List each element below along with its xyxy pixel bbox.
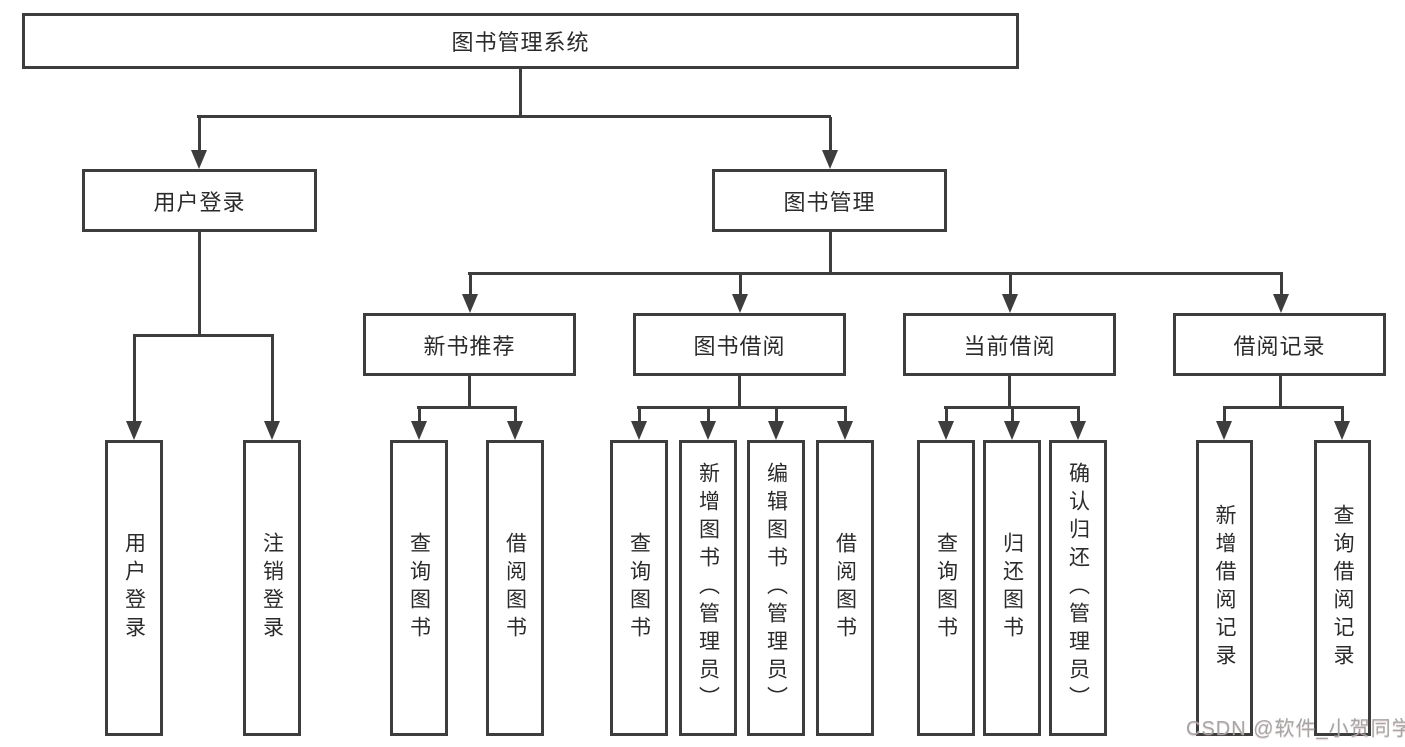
arrowhead	[732, 294, 748, 313]
connector-stem	[738, 376, 741, 407]
connector-drop	[1009, 274, 1012, 294]
connector-drop	[514, 408, 517, 421]
node-user-login: 用户登录	[82, 169, 317, 232]
arrowhead	[191, 150, 207, 169]
arrowhead	[126, 421, 142, 440]
arrowhead	[507, 421, 523, 440]
arrowhead	[462, 294, 478, 313]
connector-branch	[1223, 406, 1344, 409]
node-current-borrowing: 当前借阅	[903, 313, 1116, 376]
leaf-add-books-admin: 新增图书（管理员）	[679, 440, 737, 736]
connector-drop	[133, 336, 136, 421]
connector-stem	[829, 232, 832, 274]
leaf-edit-books-admin: 编辑图书（管理员）	[747, 440, 805, 736]
connector-branch	[197, 115, 831, 118]
leaf-query-books-recommend: 查询图书	[390, 440, 448, 736]
arrowhead	[938, 421, 954, 440]
arrowhead	[1334, 421, 1350, 440]
connector-branch	[637, 406, 847, 409]
arrowhead	[1070, 421, 1086, 440]
arrowhead	[837, 421, 853, 440]
leaf-borrow-books-recommend: 借阅图书	[486, 440, 544, 736]
connector-drop	[1077, 408, 1080, 421]
arrowhead	[1216, 421, 1232, 440]
leaf-return-books: 归还图书	[983, 440, 1041, 736]
connector-stem	[198, 232, 201, 336]
arrowhead	[768, 421, 784, 440]
node-borrowing-records: 借阅记录	[1173, 313, 1386, 376]
connector-drop	[469, 274, 472, 294]
connector-drop	[271, 336, 274, 421]
leaf-query-books-current: 查询图书	[917, 440, 975, 736]
node-new-book-recommendation: 新书推荐	[363, 313, 576, 376]
connector-stem	[1008, 376, 1011, 407]
connector-stem	[1279, 376, 1282, 407]
connector-stem	[519, 69, 522, 117]
node-library-management-system: 图书管理系统	[22, 13, 1019, 69]
node-book-management: 图书管理	[712, 169, 947, 232]
connector-drop	[707, 408, 710, 421]
connector-branch	[417, 406, 517, 409]
arrowhead	[264, 421, 280, 440]
connector-drop	[418, 408, 421, 421]
connector-drop	[198, 117, 201, 150]
connector-drop	[945, 408, 948, 421]
connector-drop	[844, 408, 847, 421]
arrowhead	[411, 421, 427, 440]
connector-drop	[1280, 274, 1283, 294]
csdn-watermark: CSDN @软件_小贺同学	[1186, 718, 1405, 740]
connector-branch	[468, 272, 1283, 275]
leaf-query-borrow-record: 查询借阅记录	[1314, 440, 1371, 736]
connector-drop	[829, 117, 832, 150]
leaf-logout: 注销登录	[243, 440, 301, 736]
leaf-add-borrow-record: 新增借阅记录	[1196, 440, 1253, 736]
connector-drop	[1011, 408, 1014, 421]
connector-stem	[468, 376, 471, 407]
connector-branch	[944, 406, 1080, 409]
arrowhead	[822, 150, 838, 169]
connector-drop	[739, 274, 742, 294]
leaf-borrow-books: 借阅图书	[816, 440, 874, 736]
leaf-query-books-borrowing: 查询图书	[610, 440, 668, 736]
connector-branch	[133, 334, 274, 337]
connector-drop	[638, 408, 641, 421]
leaf-user-login: 用户登录	[105, 440, 163, 736]
connector-drop	[775, 408, 778, 421]
arrowhead	[1002, 294, 1018, 313]
arrowhead	[700, 421, 716, 440]
arrowhead	[631, 421, 647, 440]
connector-drop	[1341, 408, 1344, 421]
arrowhead	[1273, 294, 1289, 313]
arrowhead	[1004, 421, 1020, 440]
connector-drop	[1223, 408, 1226, 421]
leaf-confirm-return-admin: 确认归还（管理员）	[1049, 440, 1107, 736]
node-book-borrowing: 图书借阅	[633, 313, 846, 376]
